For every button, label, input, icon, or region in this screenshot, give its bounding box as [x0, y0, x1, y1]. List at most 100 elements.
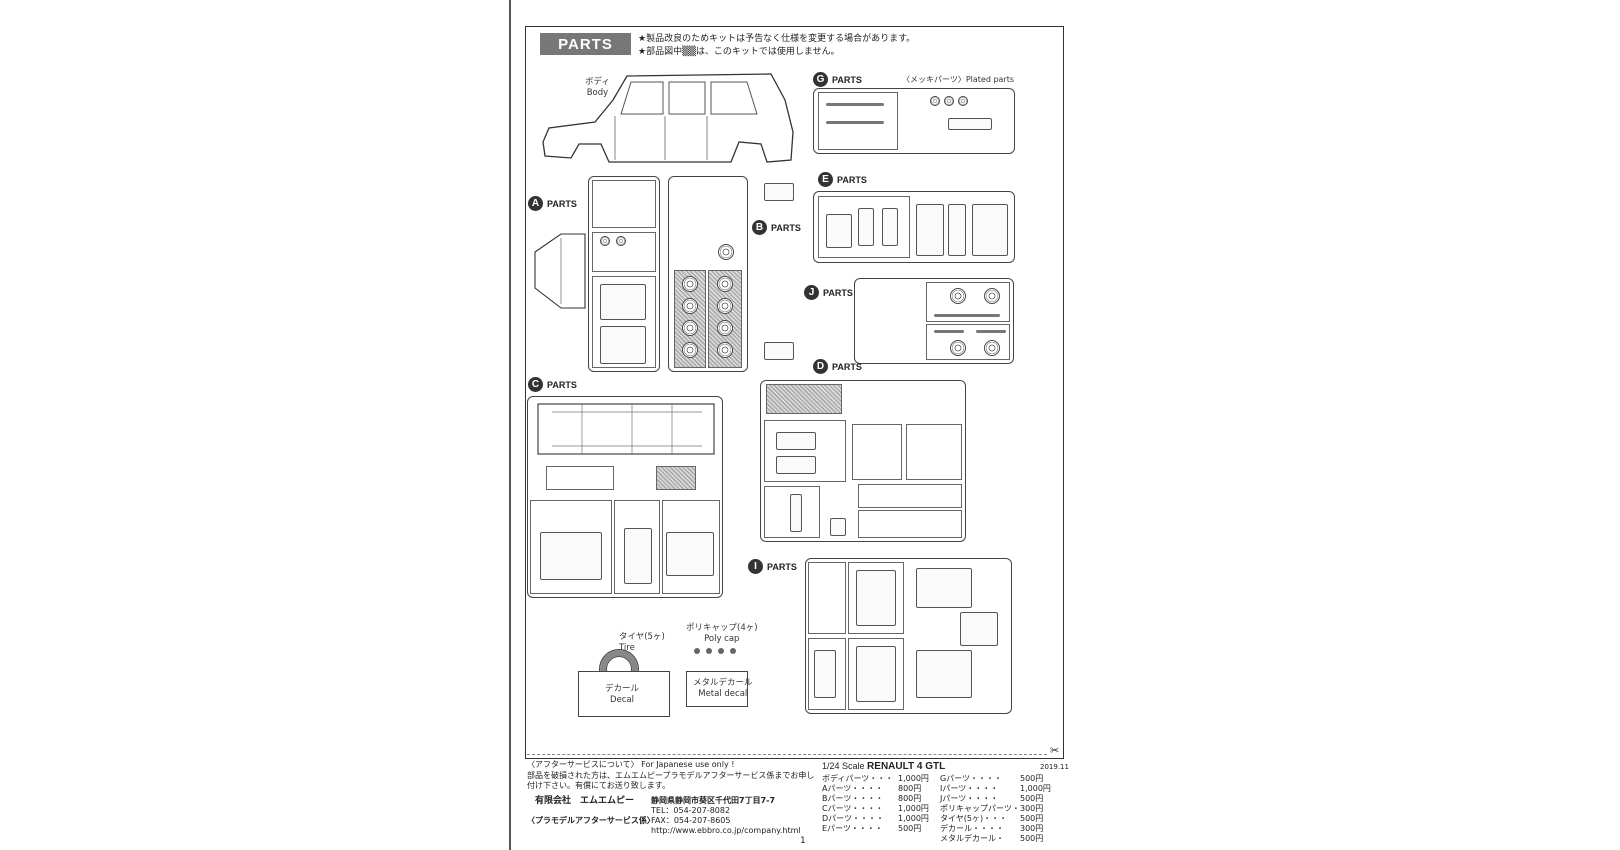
part-b-wheel — [682, 276, 698, 292]
sprue-c-small — [546, 466, 614, 490]
company-dept: 〈プラモデルアフターサービス係〉 — [527, 816, 655, 825]
price-item-name: Gパーツ・・・・ — [940, 774, 1003, 783]
part-e3 — [882, 208, 898, 246]
group-g-head: G PARTS — [813, 72, 862, 87]
part-b9-radiator — [764, 183, 794, 201]
price-item-value: 800円 — [898, 794, 922, 803]
group-c-letter: C — [528, 377, 543, 392]
sprue-d-small — [858, 484, 962, 508]
sprue-d-misc — [906, 424, 962, 480]
part-b8-radiator — [764, 342, 794, 360]
sprue-i — [805, 558, 1012, 714]
sprue-c-floor — [530, 500, 612, 594]
part-d5-engine — [776, 456, 816, 474]
price-item-name: Bパーツ・・・・ — [822, 794, 884, 803]
part-a3-door — [600, 284, 646, 320]
body-label: ボディ Body — [585, 77, 610, 98]
scissors-icon: ✂ — [1050, 744, 1060, 757]
part-d19-grille — [790, 494, 802, 532]
sprue-g-left — [818, 92, 898, 150]
part-e1 — [826, 214, 852, 248]
price-item-name: ポリキャップパーツ・ — [940, 804, 1020, 813]
part-c7 — [666, 532, 714, 576]
group-g-letter: G — [813, 72, 828, 87]
after-service-line-2: 付け下さい。有償にてお送り致します。 — [527, 781, 670, 790]
sprue-i-mirror — [808, 638, 846, 710]
price-item-name: タイヤ(5ヶ)・・・ — [940, 814, 1008, 823]
price-item-value: 500円 — [898, 824, 922, 833]
price-item-value: 1,000円 — [898, 814, 929, 823]
sprue-j-bottom — [926, 324, 1010, 360]
sprue-a — [588, 176, 660, 372]
kit-date: 2019.11 — [1040, 763, 1069, 771]
company-url[interactable]: http://www.ebbro.co.jp/company.html — [651, 826, 801, 835]
part-c-chassis — [537, 403, 715, 455]
group-d-letter: D — [813, 359, 828, 374]
notice-unused-parts: ★部品図中▒▒は、このキットでは使用しません。 — [638, 47, 840, 57]
kit-scale-title: 1/24 Scale RENAULT 4 GTL — [822, 761, 946, 772]
part-i8 — [856, 570, 896, 626]
part-c9 — [624, 528, 652, 584]
group-i-head: I PARTS — [748, 559, 797, 574]
sprue-d-engine — [764, 420, 846, 482]
company-address: 静岡県静岡市葵区千代田7丁目7-7 — [651, 796, 776, 805]
group-a-letter: A — [528, 196, 543, 211]
part-g10 — [948, 118, 992, 130]
sprue-j — [854, 278, 1014, 364]
price-item-value: 300円 — [1020, 804, 1044, 813]
price-item-value: 500円 — [1020, 814, 1044, 823]
part-d22 — [830, 518, 846, 536]
company-name: 有限会社 エムエムピー — [535, 796, 635, 806]
price-item-name: Dパーツ・・・・ — [822, 814, 884, 823]
polycap-4 — [730, 648, 736, 654]
part-g6 — [930, 96, 940, 106]
part-c14-floor — [540, 532, 602, 580]
group-e-letter: E — [818, 172, 833, 187]
part-a4 — [600, 236, 610, 246]
price-item-value: 500円 — [1020, 794, 1044, 803]
group-e-head: E PARTS — [818, 172, 867, 187]
part-b10 — [718, 244, 734, 260]
sprue-j-top — [926, 282, 1010, 322]
part-j6 — [934, 314, 1000, 317]
sprue-a-doors — [592, 276, 656, 368]
price-item-name: Eパーツ・・・・ — [822, 824, 883, 833]
metal-decal-label: メタルデカール Metal decal — [693, 678, 753, 699]
polycap-label: ポリキャップ(4ヶ) Poly cap — [686, 623, 758, 644]
part-b-wheel — [682, 298, 698, 314]
part-g6b — [944, 96, 954, 106]
sprue-i-window2 — [848, 638, 904, 710]
part-g6c — [958, 96, 968, 106]
sprue-d-levers — [852, 424, 902, 480]
price-item-value: 1,000円 — [1020, 784, 1051, 793]
part-i14 — [960, 612, 998, 646]
group-d-head: D PARTS — [813, 359, 862, 374]
price-item-name: Iパーツ・・・・ — [940, 784, 999, 793]
part-j4 — [950, 288, 966, 304]
part-b-wheel — [717, 320, 733, 336]
part-d4-engine — [776, 432, 816, 450]
polycap-3 — [718, 648, 724, 654]
cut-line — [527, 754, 1047, 755]
after-service-title: 〈アフターサービスについて〉 For Japanese use only ! — [527, 760, 735, 769]
sprue-c — [527, 396, 723, 598]
group-b-letter: B — [752, 220, 767, 235]
parts-title-badge: PARTS — [540, 33, 631, 55]
part-e6 — [972, 204, 1008, 256]
polycap-2 — [706, 648, 712, 654]
sprue-d-pedals — [858, 510, 962, 538]
sprue-g — [813, 88, 1015, 154]
part-j9 — [934, 330, 964, 333]
scan-edge — [509, 0, 511, 850]
part-b-wheel — [682, 320, 698, 336]
sprue-c-panel — [614, 500, 660, 594]
group-j-letter: J — [804, 285, 819, 300]
sprue-d — [760, 380, 966, 542]
part-j10 — [976, 330, 1006, 333]
notice-spec-change: ★製品改良のためキットは予告なく仕様を変更する場合があります。 — [638, 34, 916, 44]
part-a1-hood — [534, 233, 586, 309]
part-e4 — [916, 204, 944, 256]
part-i12 — [916, 650, 972, 698]
price-item-name: デカール・・・・ — [940, 824, 1004, 833]
part-b-wheel — [717, 342, 733, 358]
